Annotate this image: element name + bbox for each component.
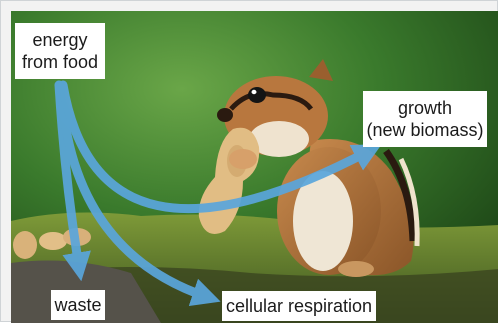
waste-label: waste [51, 290, 105, 320]
growth-label-line1: growth [363, 97, 487, 119]
energy-label-line2: from food [15, 51, 105, 73]
energy-from-food-label: energy from food [15, 23, 105, 79]
growth-label-line2: (new biomass) [363, 119, 487, 141]
energy-label-line1: energy [15, 29, 105, 51]
growth-label: growth (new biomass) [363, 91, 487, 147]
cellular-respiration-label: cellular respiration [222, 291, 376, 321]
